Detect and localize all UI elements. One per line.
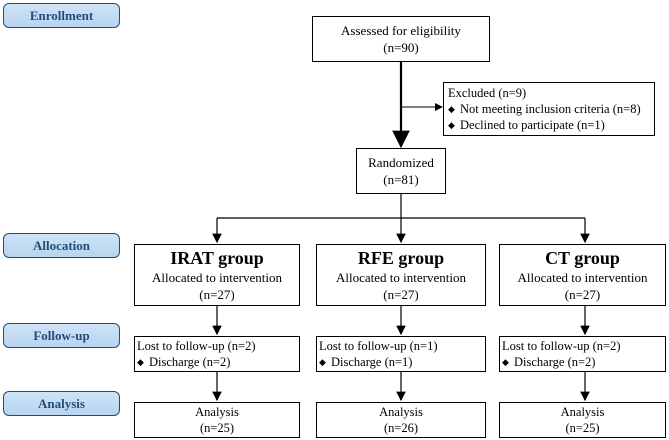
analysis-label: Analysis — [379, 405, 423, 419]
randomized-count: (n=81) — [383, 172, 419, 187]
excluded-item: ◆ Not meeting inclusion criteria (n=8) — [448, 101, 654, 117]
excluded-item-text: Declined to participate (n=1) — [460, 118, 605, 132]
group-box-irat: IRAT group Allocated to intervention (n=… — [134, 244, 300, 306]
group-count: (n=27) — [564, 287, 601, 302]
diamond-bullet-icon: ◆ — [502, 357, 509, 367]
group-box-rfe: RFE group Allocated to intervention (n=2… — [316, 244, 486, 306]
group-box-ct: CT group Allocated to intervention (n=27… — [499, 244, 666, 306]
excluded-box: Excluded (n=9) ◆ Not meeting inclusion c… — [443, 82, 655, 136]
group-count: (n=27) — [383, 287, 419, 302]
group-count: (n=27) — [199, 287, 235, 302]
excluded-item: ◆ Declined to participate (n=1) — [448, 117, 654, 133]
group-allocated: Allocated to intervention — [517, 270, 648, 285]
followup-box-rfe: Lost to follow-up (n=1) ◆ Discharge (n=1… — [316, 336, 486, 372]
group-allocated: Allocated to intervention — [152, 270, 282, 285]
followup-box-ct: Lost to follow-up (n=2) ◆ Discharge (n=2… — [499, 336, 666, 372]
followup-discharge: ◆ Discharge (n=2) — [502, 354, 665, 370]
randomized-label: Randomized — [368, 155, 434, 170]
assessed-box: Assessed for eligibility (n=90) — [312, 16, 490, 62]
stage-label-enrollment: Enrollment — [3, 3, 120, 28]
analysis-count: (n=25) — [199, 421, 235, 435]
group-title: RFE group — [357, 248, 445, 268]
followup-discharge: ◆ Discharge (n=2) — [137, 354, 299, 370]
group-title: IRAT group — [170, 248, 264, 268]
stage-label-allocation: Allocation — [3, 233, 120, 258]
followup-discharge-text: Discharge (n=2) — [514, 355, 596, 369]
followup-discharge-text: Discharge (n=2) — [149, 355, 231, 369]
followup-lost: Lost to follow-up (n=2) — [502, 339, 621, 353]
diamond-bullet-icon: ◆ — [448, 104, 455, 114]
followup-lost: Lost to follow-up (n=1) — [319, 339, 438, 353]
analysis-box-rfe: Analysis (n=26) — [316, 402, 486, 438]
randomized-box: Randomized (n=81) — [356, 148, 446, 194]
group-title: CT group — [545, 248, 620, 268]
group-allocated: Allocated to intervention — [336, 270, 466, 285]
followup-discharge: ◆ Discharge (n=1) — [319, 354, 485, 370]
analysis-count: (n=25) — [565, 421, 600, 435]
followup-box-irat: Lost to follow-up (n=2) ◆ Discharge (n=2… — [134, 336, 300, 372]
analysis-label: Analysis — [195, 405, 239, 419]
diamond-bullet-icon: ◆ — [319, 357, 326, 367]
stage-label-analysis: Analysis — [3, 391, 120, 416]
excluded-item-text: Not meeting inclusion criteria (n=8) — [460, 102, 641, 116]
assessed-count: (n=90) — [383, 40, 419, 55]
analysis-box-ct: Analysis (n=25) — [499, 402, 666, 438]
analysis-box-irat: Analysis (n=25) — [134, 402, 300, 438]
assessed-label: Assessed for eligibility — [341, 23, 461, 38]
analysis-label: Analysis — [560, 405, 605, 419]
followup-discharge-text: Discharge (n=1) — [331, 355, 413, 369]
diamond-bullet-icon: ◆ — [137, 357, 144, 367]
followup-lost: Lost to follow-up (n=2) — [137, 339, 256, 353]
excluded-label: Excluded (n=9) — [448, 86, 527, 100]
diamond-bullet-icon: ◆ — [448, 120, 455, 130]
analysis-count: (n=26) — [383, 421, 419, 435]
stage-label-followup: Follow-up — [3, 323, 120, 348]
